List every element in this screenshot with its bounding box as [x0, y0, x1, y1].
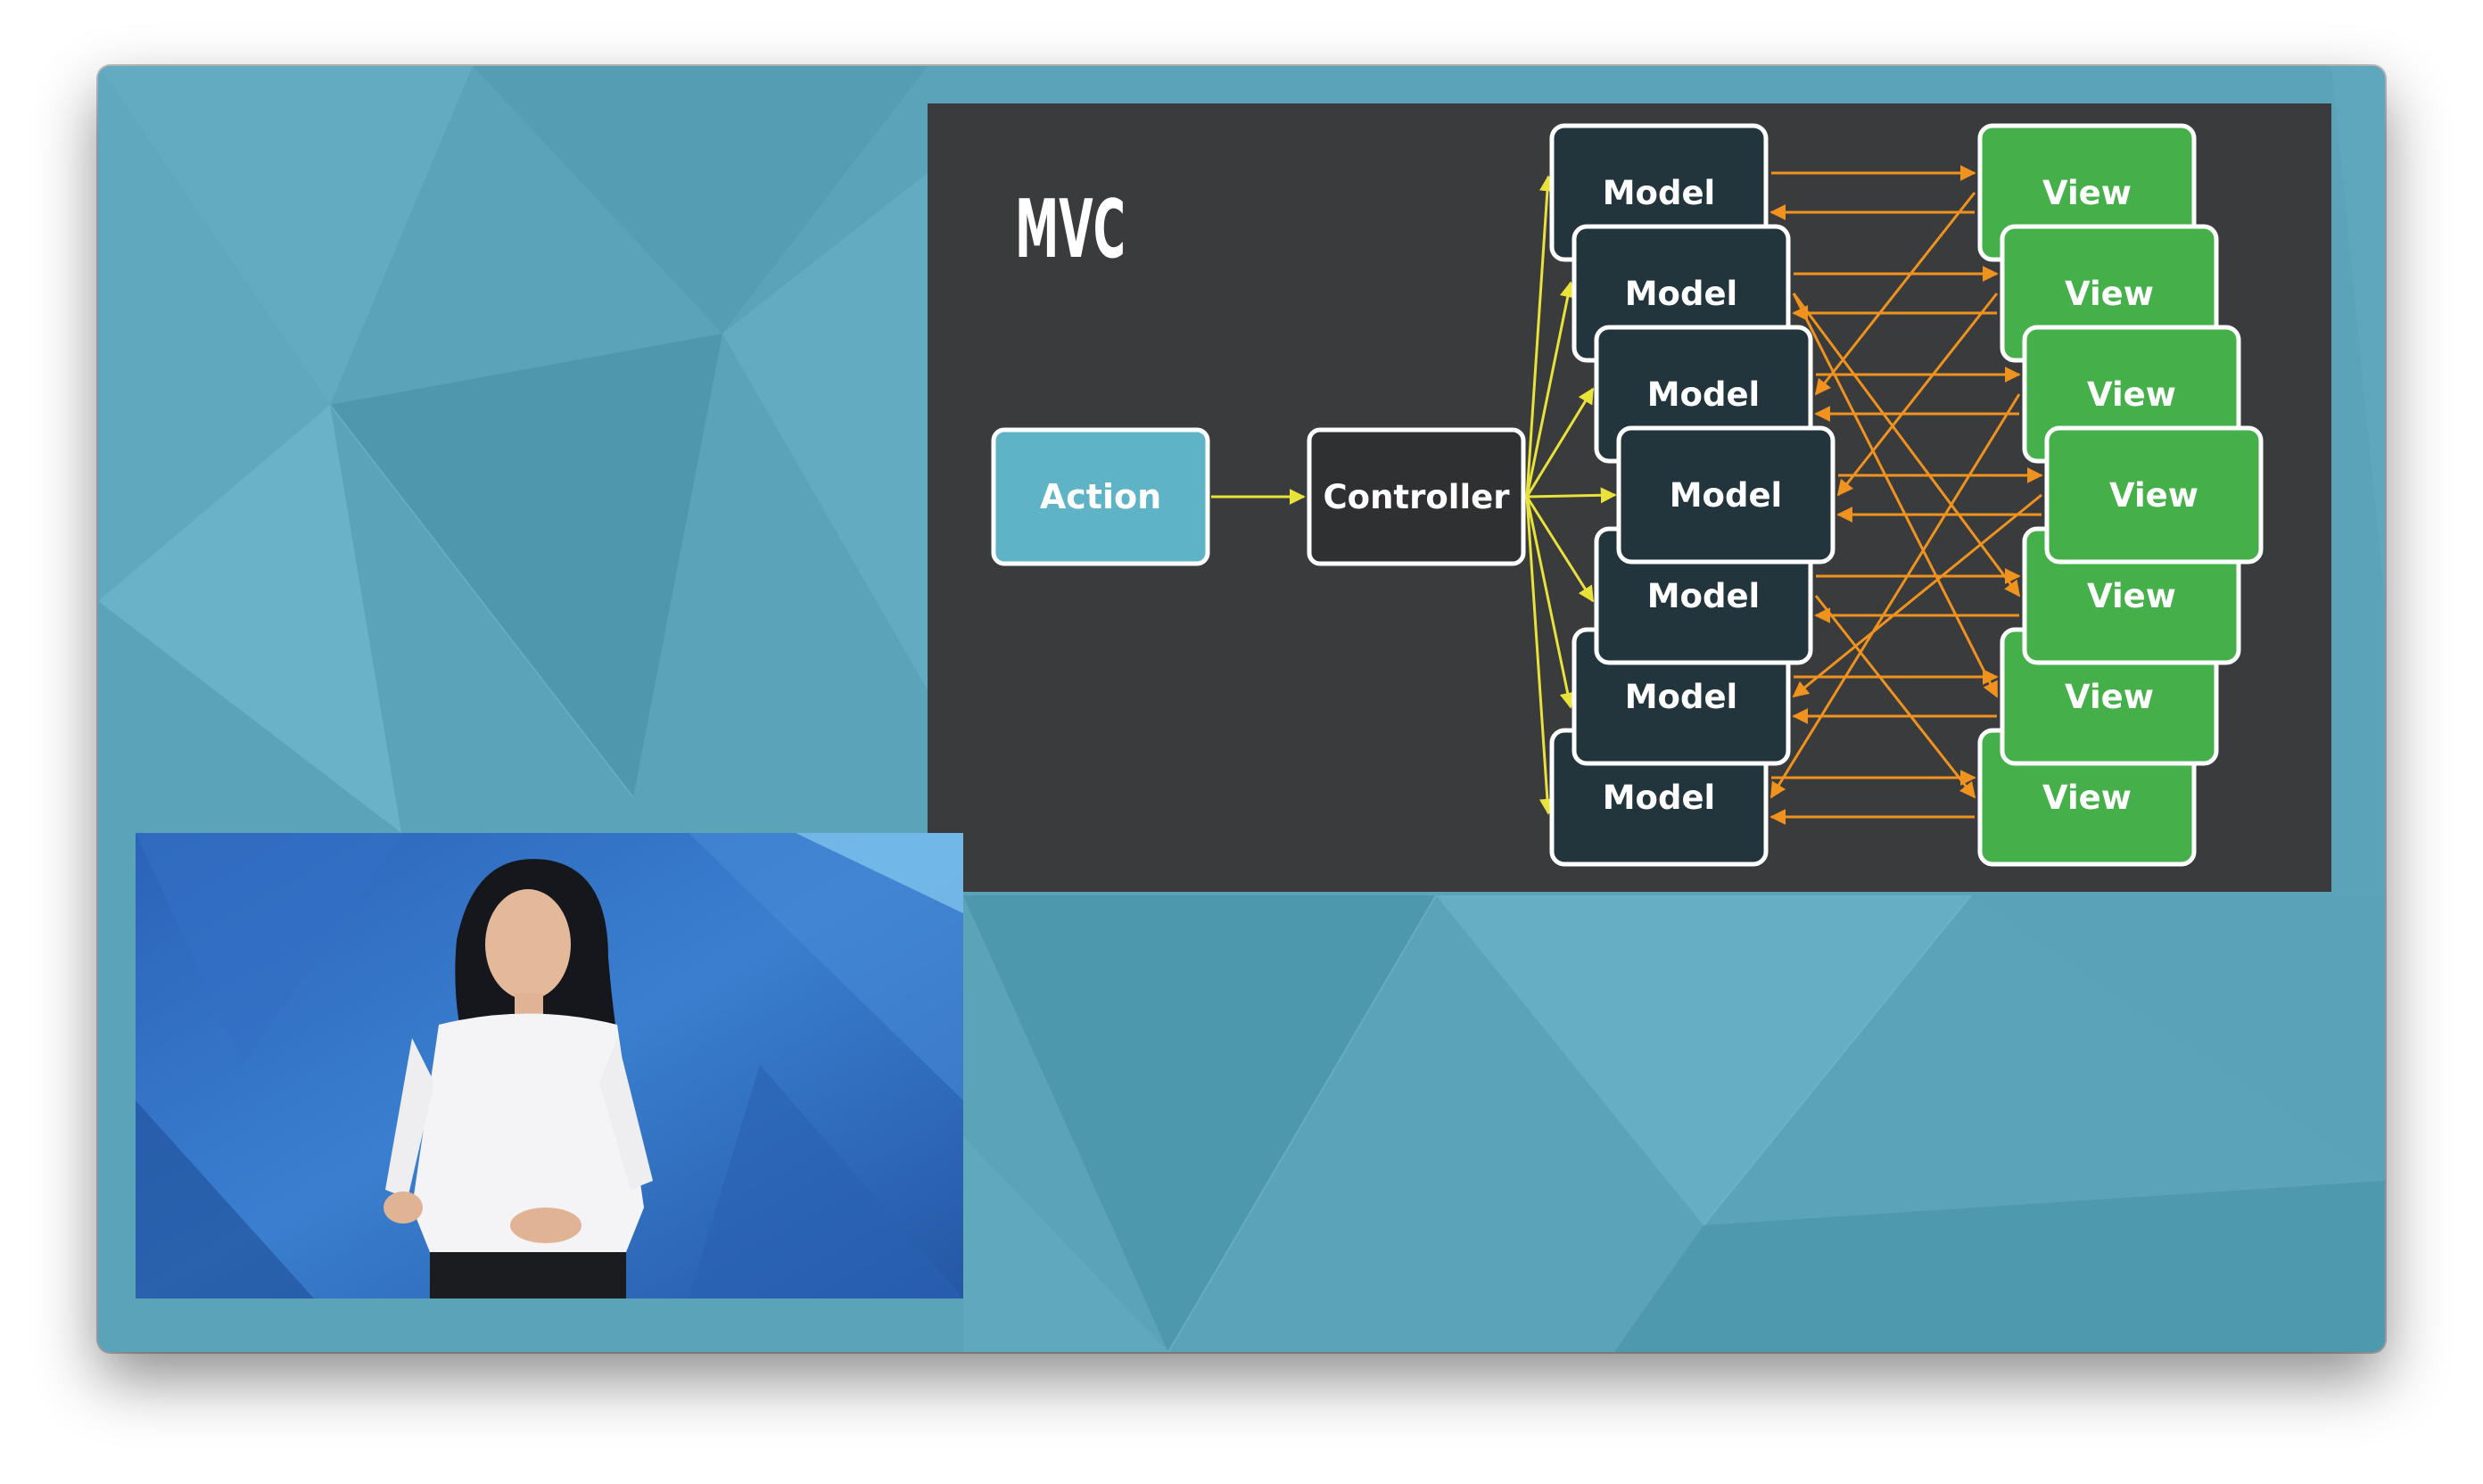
view-box-label: View: [2109, 476, 2198, 515]
mvc-diagram: MVC Action Controller ModelModelModelMod…: [991, 123, 2264, 867]
model-box-label: Model: [1670, 476, 1783, 515]
view-to-model-arrow: [1814, 192, 1976, 396]
controller-to-model-arrow: [1525, 496, 1576, 709]
model-box-label: Model: [1647, 577, 1761, 615]
model-to-view-arrow: [1814, 595, 1976, 799]
view-box-label: View: [2042, 779, 2132, 817]
controller-box: Controller: [1307, 427, 1526, 566]
action-label: Action: [1040, 477, 1161, 516]
view-box-label: View: [2065, 275, 2154, 313]
controller-label: Controller: [1324, 478, 1511, 516]
speaker-video: [136, 833, 963, 1298]
model-view-arrows: [1769, 165, 2043, 825]
controller-to-model-arrow: [1525, 175, 1555, 498]
view-box-label: View: [2087, 375, 2176, 414]
action-box: Action: [991, 427, 1210, 566]
view-to-model-arrow: [1769, 393, 2021, 799]
view-box-label: View: [2065, 678, 2154, 716]
model-box-label: Model: [1625, 275, 1738, 313]
model-to-view-arrow: [1792, 293, 1999, 698]
model-box-label: Model: [1603, 174, 1716, 212]
presenter-video-icon: [136, 833, 963, 1298]
controller-to-model-arrow: [1525, 387, 1595, 498]
view-to-model-arrow: [1792, 493, 2042, 698]
view-to-model-arrow: [1836, 293, 1999, 497]
slide-title: MVC: [1015, 183, 1126, 276]
model-box-label: Model: [1603, 779, 1716, 817]
model-box-label: Model: [1625, 678, 1738, 716]
model-box-label: Model: [1647, 375, 1761, 414]
controller-to-model-arrow: [1525, 496, 1595, 603]
controller-to-model-arrow: [1525, 281, 1576, 498]
model-box: Model: [1616, 425, 1835, 565]
controller-to-model-arrow: [1525, 496, 1555, 815]
controller-arrows: [1211, 175, 1617, 815]
controller-to-model-arrow: [1526, 487, 1617, 504]
view-box: View: [2044, 425, 2264, 565]
view-box-label: View: [2087, 577, 2176, 615]
view-box-label: View: [2042, 174, 2132, 212]
